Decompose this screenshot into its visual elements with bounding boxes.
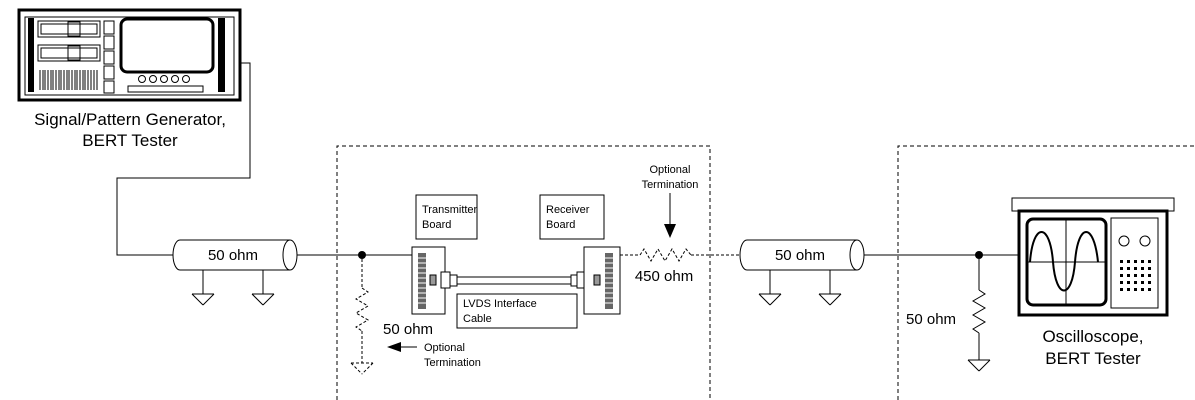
lvds-label-line2: Cable [463, 313, 492, 325]
coax-left-label: 50 ohm [208, 247, 258, 264]
optional-resistor-right [620, 248, 740, 262]
coax-cable-left [172, 239, 362, 306]
optional-resistor-left [350, 259, 374, 375]
optional-termination-right-line2: Termination [642, 179, 699, 191]
arrow-down-icon [664, 193, 676, 238]
optional-termination-right-line1: Optional [650, 164, 691, 176]
optional-termination-left-line1: Optional [424, 342, 465, 354]
coax-cable-right [739, 239, 1022, 306]
receiver-label-box [539, 194, 605, 240]
scope-dashed-boundary [897, 145, 1195, 400]
receiver-label-line1: Receiver [546, 204, 590, 216]
optional-termination-left-line2: Termination [424, 357, 481, 369]
transmitter-board-icon [411, 246, 451, 315]
transmitter-label-box [415, 194, 478, 240]
optional-resistor-left-label: 50 ohm [383, 321, 433, 338]
lvds-cable-icon [449, 274, 579, 287]
optional-resistor-right-label: 450 ohm [635, 268, 693, 285]
transmitter-label-line2: Board [422, 219, 451, 231]
dut-dashed-boundary [336, 145, 711, 400]
generator-label-line1: Signal/Pattern Generator, [34, 110, 226, 129]
oscilloscope-label-line1: Oscilloscope, [1042, 327, 1143, 346]
oscilloscope-icon [1011, 197, 1175, 317]
coax-right-label: 50 ohm [775, 247, 825, 264]
generator-label-line2: BERT Tester [82, 131, 178, 150]
receiver-board-icon [576, 246, 621, 315]
transmitter-label-line1: Transmitter [422, 204, 478, 216]
lvds-label-line1: LVDS Interface [463, 298, 537, 310]
oscilloscope-label-line2: BERT Tester [1045, 349, 1141, 368]
lvds-label-box [456, 293, 578, 329]
scope-termination-label: 50 ohm [906, 311, 956, 328]
receiver-label-line2: Board [546, 219, 575, 231]
scope-termination-resistor [967, 259, 991, 372]
signal-generator-icon [17, 8, 242, 102]
arrow-left-icon [387, 342, 417, 352]
generator-output-wire [116, 62, 251, 256]
junction-dot-right [975, 251, 983, 259]
